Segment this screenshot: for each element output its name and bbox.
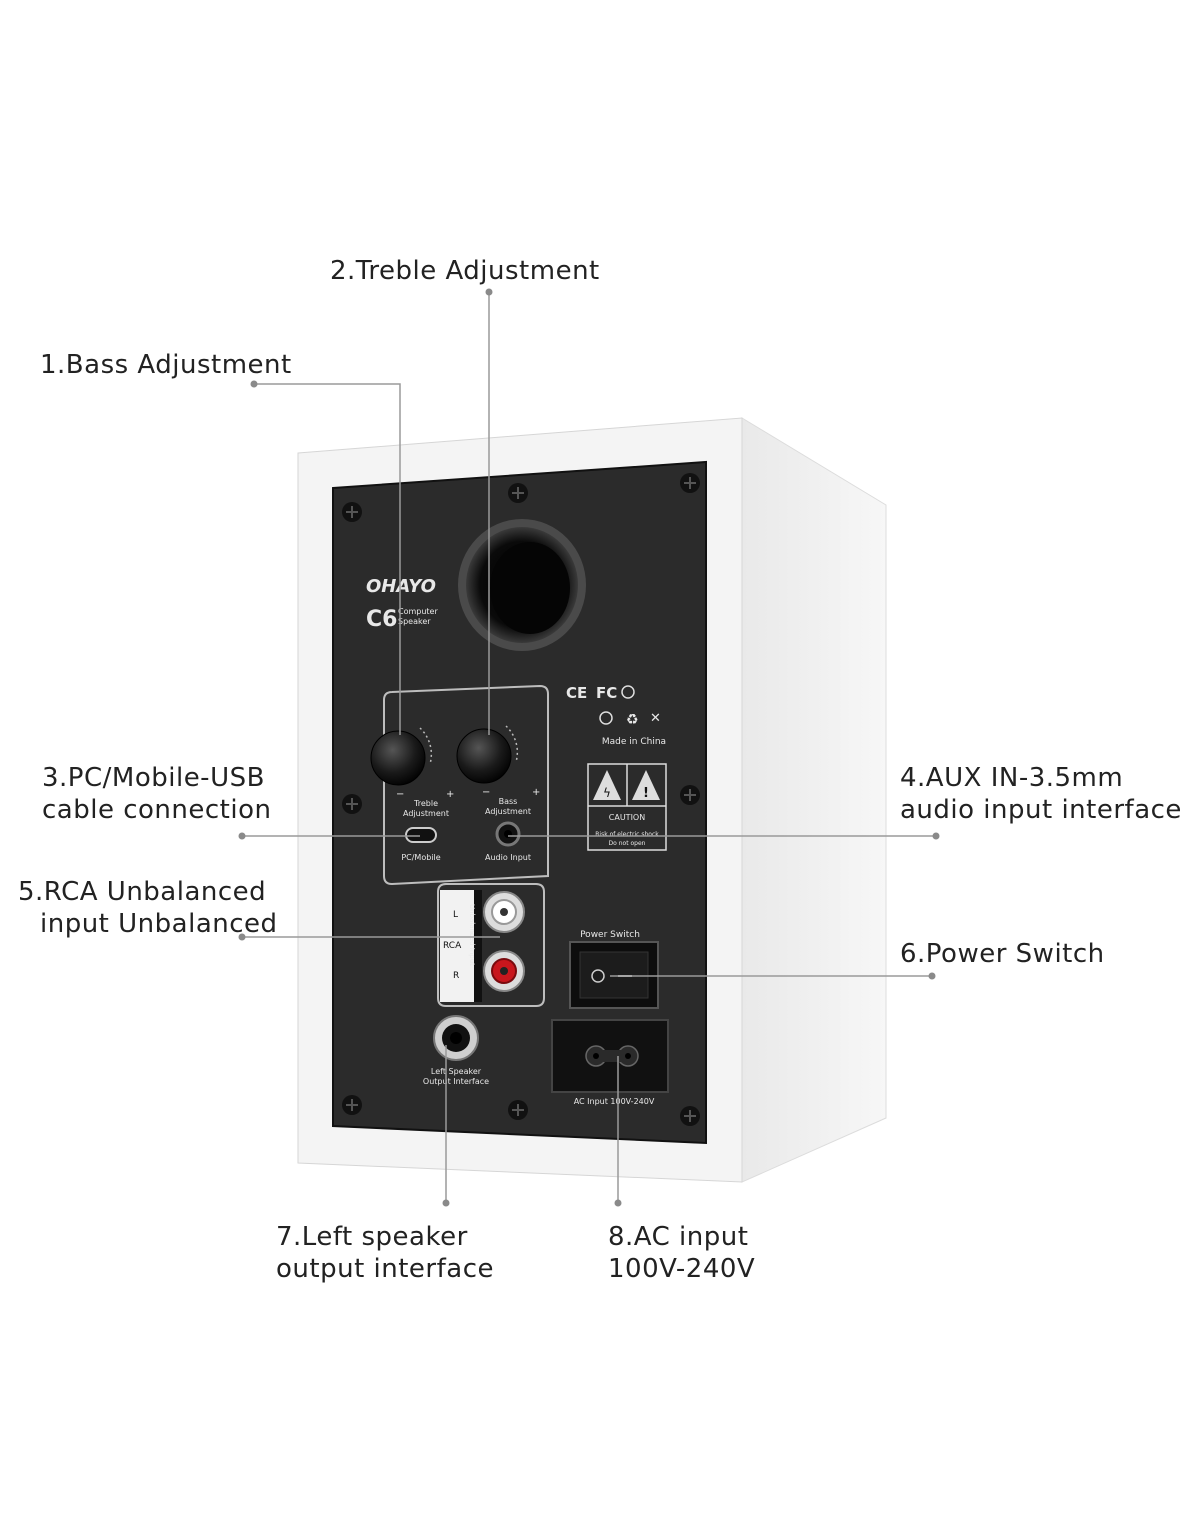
left-speaker-label: Output Interface bbox=[423, 1077, 489, 1086]
leader-dot bbox=[250, 380, 258, 388]
callout-left-speaker: 7.Left speaker output interface bbox=[276, 1221, 494, 1285]
callout-ac: 8.AC input 100V-240V bbox=[608, 1221, 755, 1285]
callout-treble-text: 2.Treble Adjustment bbox=[330, 256, 600, 286]
screw-icon bbox=[680, 473, 700, 493]
callout-left-text: 7.Left speaker bbox=[276, 1222, 468, 1252]
power-switch-label: Power Switch bbox=[580, 930, 640, 940]
callout-rca: 5.RCA Unbalanced input Unbalanced bbox=[18, 876, 278, 940]
power-switch[interactable] bbox=[579, 951, 649, 999]
bass-plus: + bbox=[532, 787, 540, 798]
recycle-icon: ♻ bbox=[626, 712, 639, 728]
bass-knob[interactable] bbox=[456, 725, 519, 784]
treble-label: Adjustment bbox=[403, 809, 449, 818]
audio-input-label: Audio Input bbox=[485, 853, 531, 862]
rca-mid-label: RCA bbox=[443, 941, 462, 951]
caution-text: CAUTION bbox=[609, 813, 645, 822]
callout-rca-text: 5.RCA Unbalanced bbox=[18, 877, 267, 907]
usb-c-port[interactable] bbox=[405, 827, 437, 843]
callout-bass-text: 1.Bass Adjustment bbox=[40, 350, 292, 380]
model-desc: Computer bbox=[398, 607, 438, 616]
rca-group-outline bbox=[437, 883, 545, 1007]
leader-dot bbox=[485, 288, 493, 296]
cabinet-side bbox=[741, 417, 887, 1183]
screw-icon bbox=[508, 483, 528, 503]
screw-icon bbox=[342, 794, 362, 814]
callout-usb-text: 3.PC/Mobile-USB bbox=[42, 763, 265, 793]
callout-ac-text: 100V-240V bbox=[608, 1254, 756, 1284]
callout-power-text: 6.Power Switch bbox=[900, 939, 1105, 969]
leader-dot bbox=[614, 1199, 622, 1207]
bass-label: Adjustment bbox=[485, 807, 531, 816]
treble-minus: − bbox=[396, 789, 404, 800]
leader-dot bbox=[932, 832, 940, 840]
treble-label: Treble bbox=[413, 799, 438, 808]
leader-dot bbox=[238, 832, 246, 840]
screw-icon bbox=[680, 1106, 700, 1126]
rca-label-strip bbox=[440, 890, 474, 1002]
pc-mobile-label: PC/Mobile bbox=[401, 853, 440, 862]
ac-input-label: AC Input 100V-240V bbox=[574, 1097, 655, 1106]
control-group-outline bbox=[383, 684, 549, 886]
left-speaker-label: Left Speaker bbox=[431, 1067, 482, 1076]
bass-leader-line bbox=[254, 383, 401, 735]
ce-mark: CE bbox=[566, 684, 587, 702]
bass-reflex-port bbox=[458, 519, 586, 651]
treble-plus: + bbox=[446, 789, 454, 800]
rca-r-label: R bbox=[453, 971, 459, 981]
unbalanced-label: Unbalanced Input bbox=[468, 904, 476, 966]
recycle-icon bbox=[599, 711, 613, 725]
rca-l-label: L bbox=[453, 910, 458, 920]
bass-minus: − bbox=[482, 787, 490, 798]
callout-left-text: output interface bbox=[276, 1254, 494, 1284]
callout-treble: 2.Treble Adjustment bbox=[330, 255, 600, 287]
callout-bass: 1.Bass Adjustment bbox=[40, 349, 292, 381]
caution-text: Risk of electric shock bbox=[595, 831, 659, 838]
callout-usb: 3.PC/Mobile-USB cable connection bbox=[42, 762, 271, 826]
caution-text: Do not open bbox=[609, 840, 646, 847]
leader-dot bbox=[238, 933, 246, 941]
callout-aux-text: audio input interface bbox=[900, 795, 1182, 825]
rca-left-jack[interactable] bbox=[483, 891, 525, 933]
caution-label: ϟ ! bbox=[587, 763, 667, 851]
callout-ac-text: 8.AC input bbox=[608, 1222, 749, 1252]
callout-aux-text: 4.AUX IN-3.5mm bbox=[900, 763, 1124, 793]
callout-rca-text: input Unbalanced bbox=[40, 909, 278, 939]
callout-aux: 4.AUX IN-3.5mm audio input interface bbox=[900, 762, 1182, 826]
bass-label: Bass bbox=[499, 797, 518, 806]
model-desc: Speaker bbox=[398, 617, 431, 626]
model-name: C6 bbox=[366, 607, 397, 632]
screw-icon bbox=[508, 1100, 528, 1120]
treble-knob[interactable] bbox=[370, 727, 433, 786]
svg-text:ϟ: ϟ bbox=[603, 786, 611, 800]
svg-text:!: ! bbox=[643, 786, 649, 801]
fc-mark: FC bbox=[596, 684, 617, 702]
brand-logo: OHAYO bbox=[366, 576, 436, 597]
ac-socket[interactable] bbox=[585, 1045, 639, 1067]
leader-dot bbox=[442, 1199, 450, 1207]
leader-dot bbox=[928, 972, 936, 980]
left-speaker-jack[interactable] bbox=[433, 1015, 479, 1061]
screw-icon bbox=[342, 502, 362, 522]
unbalanced-strip bbox=[474, 890, 482, 1002]
cert-icon bbox=[621, 685, 635, 699]
rca-right-jack[interactable] bbox=[483, 950, 525, 992]
callout-usb-text: cable connection bbox=[42, 795, 272, 825]
weee-icon: ✕ bbox=[650, 711, 661, 726]
made-in-label: Made in China bbox=[602, 737, 666, 747]
callout-power: 6.Power Switch bbox=[900, 938, 1105, 970]
screw-icon bbox=[342, 1095, 362, 1115]
screw-icon bbox=[680, 785, 700, 805]
